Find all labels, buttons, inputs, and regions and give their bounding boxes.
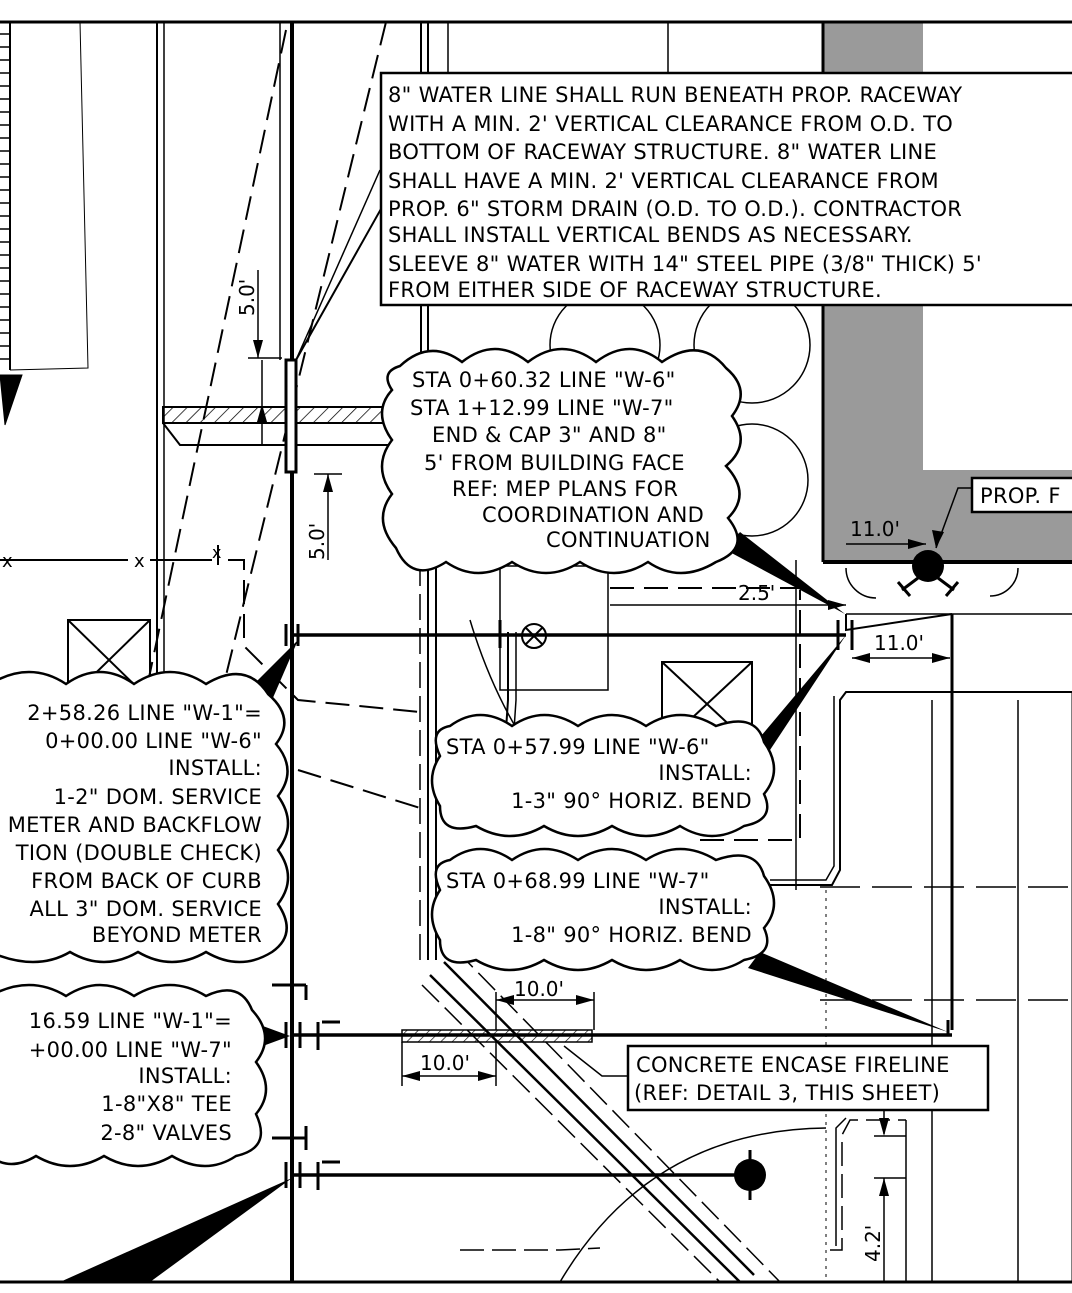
note-tee-line: 16.59 LINE "W-1"= — [29, 1009, 232, 1033]
note-tee-line: +00.00 LINE "W-7" — [29, 1038, 232, 1062]
fire-hydrant-symbol — [734, 1150, 766, 1200]
note-end-cap-line: STA 1+12.99 LINE "W-7" — [410, 396, 674, 420]
dim-10-0-upper: 10.0' — [514, 977, 564, 1001]
note-bend-w7-line: STA 0+68.99 LINE "W-7" — [446, 869, 710, 893]
note-meter-line: INSTALL: — [168, 756, 262, 780]
note-raceway-line: SLEEVE 8" WATER WITH 14" STEEL PIPE (3/8… — [388, 252, 982, 276]
note-bend-w6-line: 1-3" 90° HORIZ. BEND — [511, 789, 752, 813]
note-meter-line: BEYOND METER — [92, 923, 262, 947]
note-end-cap-line: END & CAP 3" AND 8" — [432, 423, 667, 447]
cloud-bend-w7: STA 0+68.99 LINE "W-7" INSTALL: 1-8" 90°… — [430, 847, 776, 972]
svg-text:x: x — [134, 551, 145, 572]
cloud-end-cap: STA 0+60.32 LINE "W-6" STA 1+12.99 LINE … — [380, 347, 742, 575]
dim-5-0-upper: 5.0' — [235, 279, 259, 316]
note-meter-line: 1-2" DOM. SERVICE — [54, 785, 262, 809]
dimension-arrowheads — [253, 340, 950, 1196]
note-raceway-line: FROM EITHER SIDE OF RACEWAY STRUCTURE. — [388, 278, 882, 302]
note-raceway-line: SHALL HAVE A MIN. 2' VERTICAL CLEARANCE … — [388, 169, 939, 193]
dim-4-2: 4.2' — [861, 1225, 885, 1262]
concrete-encasement — [401, 1029, 593, 1043]
svg-text:x: x — [212, 543, 221, 562]
fence-line — [0, 545, 240, 565]
leader-pointers — [60, 169, 948, 1282]
dim-5-0-lower: 5.0' — [305, 523, 329, 560]
note-bend-w6-line: STA 0+57.99 LINE "W-6" — [446, 735, 710, 759]
note-bend-w7-line: 1-8" 90° HORIZ. BEND — [511, 923, 752, 947]
left-property-line — [0, 21, 89, 426]
door-swings — [845, 567, 1019, 599]
dimension-labels: 5.0' 5.0' 11.0' 11.0' 2.5' 10.0' 10.0' 4… — [235, 279, 924, 1262]
note-raceway-line: WITH A MIN. 2' VERTICAL CLEARANCE FROM O… — [388, 112, 953, 136]
note-raceway-line: BOTTOM OF RACEWAY STRUCTURE. 8" WATER LI… — [388, 140, 937, 164]
note-end-cap-line: COORDINATION AND — [482, 503, 704, 527]
note-meter-line: FROM BACK OF CURB — [31, 869, 262, 893]
dim-10-0-lower: 10.0' — [420, 1051, 470, 1075]
note-bend-w6-line: INSTALL: — [658, 761, 752, 785]
cloud-meter-backflow: 2+58.26 LINE "W-1"= 0+00.00 LINE "W-6" I… — [0, 670, 290, 964]
note-meter-line: TION (DOUBLE CHECK) — [15, 841, 262, 865]
dim-11-0-lower: 11.0' — [874, 631, 924, 655]
note-raceway-line: PROP. 6" STORM DRAIN (O.D. TO O.D.). CON… — [388, 197, 962, 221]
fence-markers: x x x — [2, 543, 221, 572]
note-meter-line: 0+00.00 LINE "W-6" — [45, 729, 262, 753]
raceway-structure — [162, 358, 389, 474]
note-end-cap-line: CONTINUATION — [546, 528, 711, 552]
sheet-border — [0, 20, 1072, 1284]
note-bend-w7-line: INSTALL: — [658, 895, 752, 919]
fdc-symbol — [896, 550, 960, 597]
note-concrete-encase: CONCRETE ENCASE FIRELINE (REF: DETAIL 3,… — [563, 1044, 990, 1112]
note-end-cap-line: 5' FROM BUILDING FACE — [424, 451, 685, 475]
note-meter-line: METER AND BACKFLOW — [8, 813, 262, 837]
note-raceway-line: 8" WATER LINE SHALL RUN BENEATH PROP. RA… — [388, 83, 962, 107]
note-end-cap-line: REF: MEP PLANS FOR — [452, 477, 678, 501]
cloud-bend-w6: STA 0+57.99 LINE "W-6" INSTALL: 1-3" 90°… — [430, 713, 776, 838]
note-concrete-line: CONCRETE ENCASE FIRELINE — [636, 1053, 950, 1077]
note-concrete-line: (REF: DETAIL 3, THIS SHEET) — [634, 1081, 940, 1105]
dim-11-0-upper: 11.0' — [850, 517, 900, 541]
meter-symbol — [521, 623, 547, 649]
note-prop-label: PROP. F — [932, 476, 1072, 549]
note-tee-line: 1-8"X8" TEE — [101, 1092, 232, 1116]
note-tee-line: INSTALL: — [138, 1064, 232, 1088]
note-meter-line: 2+58.26 LINE "W-1"= — [27, 701, 262, 725]
note-end-cap-line: STA 0+60.32 LINE "W-6" — [412, 368, 676, 392]
note-raceway-clearance: 8" WATER LINE SHALL RUN BENEATH PROP. RA… — [379, 71, 1072, 307]
dim-2-5: 2.5' — [738, 581, 775, 605]
cloud-tee-valves: 16.59 LINE "W-1"= +00.00 LINE "W-7" INST… — [0, 983, 268, 1168]
note-raceway-line: SHALL INSTALL VERTICAL BENDS AS NECESSAR… — [388, 223, 913, 247]
note-prop-text: PROP. F — [980, 484, 1061, 508]
note-tee-line: 2-8" VALVES — [100, 1121, 232, 1145]
note-meter-line: ALL 3" DOM. SERVICE — [29, 897, 262, 921]
svg-text:x: x — [2, 551, 13, 572]
